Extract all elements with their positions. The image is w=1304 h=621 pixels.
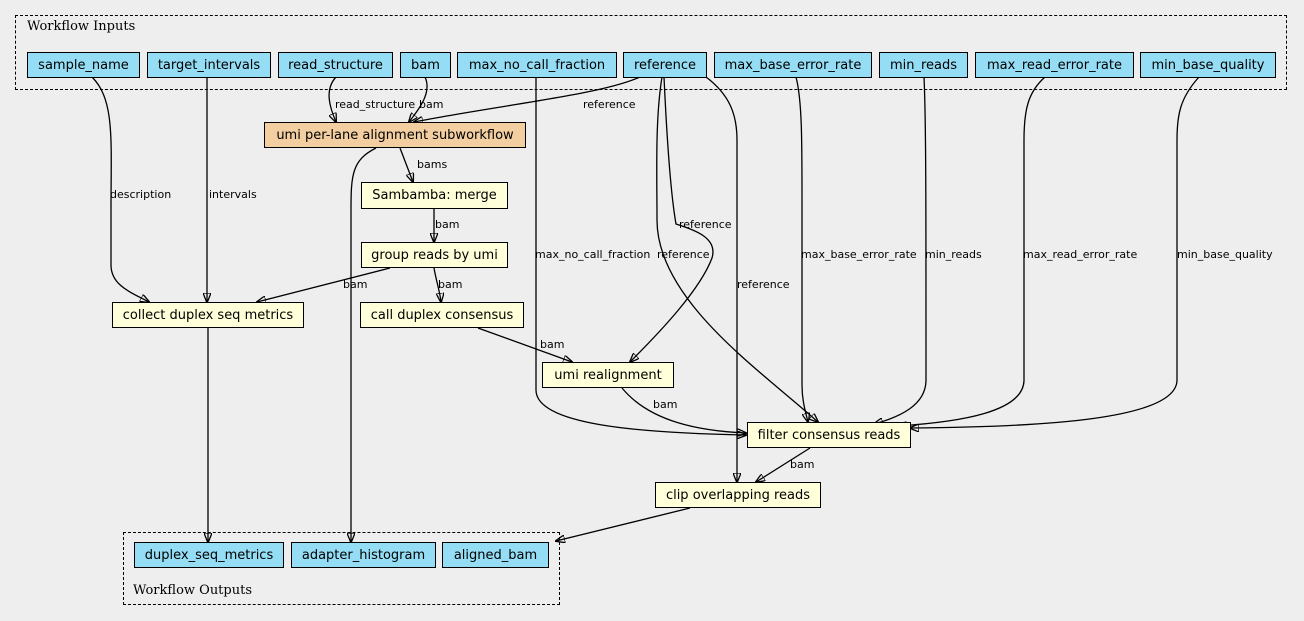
edge-reference-to-realignment [630,76,714,362]
input-min-base-quality[interactable]: min_base_quality [1140,52,1276,78]
edge-min-reads-to-filter [874,76,927,424]
edge-label-min-base-quality: min_base_quality [1177,248,1273,261]
edge-label-bam-group-collect: bam [343,278,367,291]
edge-filter-to-clip [756,447,811,482]
step-clip-overlapping-reads[interactable]: clip overlapping reads [655,482,821,508]
edge-label-bam-filter-clip: bam [790,458,814,471]
edge-label-intervals: intervals [209,188,257,201]
step-sambamba-merge[interactable]: Sambamba: merge [361,182,508,209]
input-reference[interactable]: reference [623,52,707,78]
edge-label-reference-realign: reference [679,218,732,231]
edge-label-reference-clip: reference [737,278,790,291]
step-umi-per-lane-alignment[interactable]: umi per-lane alignment subworkflow [264,122,526,148]
input-target-intervals[interactable]: target_intervals [147,52,271,78]
edge-label-max-read-error: max_read_error_rate [1023,248,1137,261]
edge-alignment-to-adapter-histogram [351,147,377,542]
edge-label-bam-call-realign: bam [540,338,564,351]
edge-alignment-to-merge [399,147,413,182]
edge-reference-to-alignment [414,76,641,122]
input-read-structure[interactable]: read_structure [278,52,393,78]
output-aligned-bam[interactable]: aligned_bam [442,542,549,568]
edge-bam-to-alignment [409,76,428,122]
step-group-reads-by-umi[interactable]: group reads by umi [361,242,508,268]
edge-realignment-to-filter [621,387,746,433]
edge-label-read-structure: read_structure [335,98,415,111]
edge-label-bam-merge: bam [435,218,459,231]
edge-max-no-call-to-filter [535,77,746,435]
workflow-outputs-label: Workflow Outputs [133,583,252,598]
edge-label-bam-realign-filter: bam [653,398,677,411]
edge-read-structure-to-alignment [328,76,336,122]
edge-label-max-no-call: max_no_call_fraction [535,248,650,261]
edge-label-bams: bams [417,158,447,171]
input-sample-name[interactable]: sample_name [27,52,140,78]
edge-label-min-reads: min_reads [925,248,982,261]
edge-label-reference-filter: reference [657,248,710,261]
workflow-inputs-cluster [15,15,1287,90]
edge-clip-to-aligned-bam [556,507,691,541]
input-max-read-error-rate[interactable]: max_read_error_rate [975,52,1134,78]
output-duplex-seq-metrics[interactable]: duplex_seq_metrics [134,542,284,568]
step-collect-duplex-seq-metrics[interactable]: collect duplex seq metrics [112,302,304,328]
output-adapter-histogram[interactable]: adapter_histogram [291,542,436,568]
edge-group-to-collect [257,267,391,302]
edge-label-reference-alignment: reference [583,98,636,111]
edge-call-to-realignment [477,327,572,362]
edge-label-max-base-error: max_base_error_rate [801,248,917,261]
edge-group-to-call [433,267,441,302]
edge-label-description: description [110,188,171,201]
workflow-outputs-cluster [123,532,560,605]
input-max-base-error-rate[interactable]: max_base_error_rate [714,52,872,78]
edge-reference-to-filter [656,76,818,422]
workflow-inputs-label: Workflow Inputs [27,19,136,34]
step-call-duplex-consensus[interactable]: call duplex consensus [360,302,524,328]
edge-label-bam: bam [419,98,443,111]
input-min-reads[interactable]: min_reads [879,52,968,78]
edge-reference-to-clip [705,76,737,482]
step-umi-realignment[interactable]: umi realignment [542,362,674,388]
input-bam[interactable]: bam [400,52,451,78]
edge-max-base-error-to-filter [795,76,808,422]
input-max-no-call-fraction[interactable]: max_no_call_fraction [457,52,617,78]
edge-max-read-error-to-filter [898,76,1046,426]
edge-sample-name-to-collect [91,76,149,302]
step-filter-consensus-reads[interactable]: filter consensus reads [747,422,911,448]
edge-label-bam-group-call: bam [438,278,462,291]
edge-min-base-quality-to-filter [910,76,1200,428]
